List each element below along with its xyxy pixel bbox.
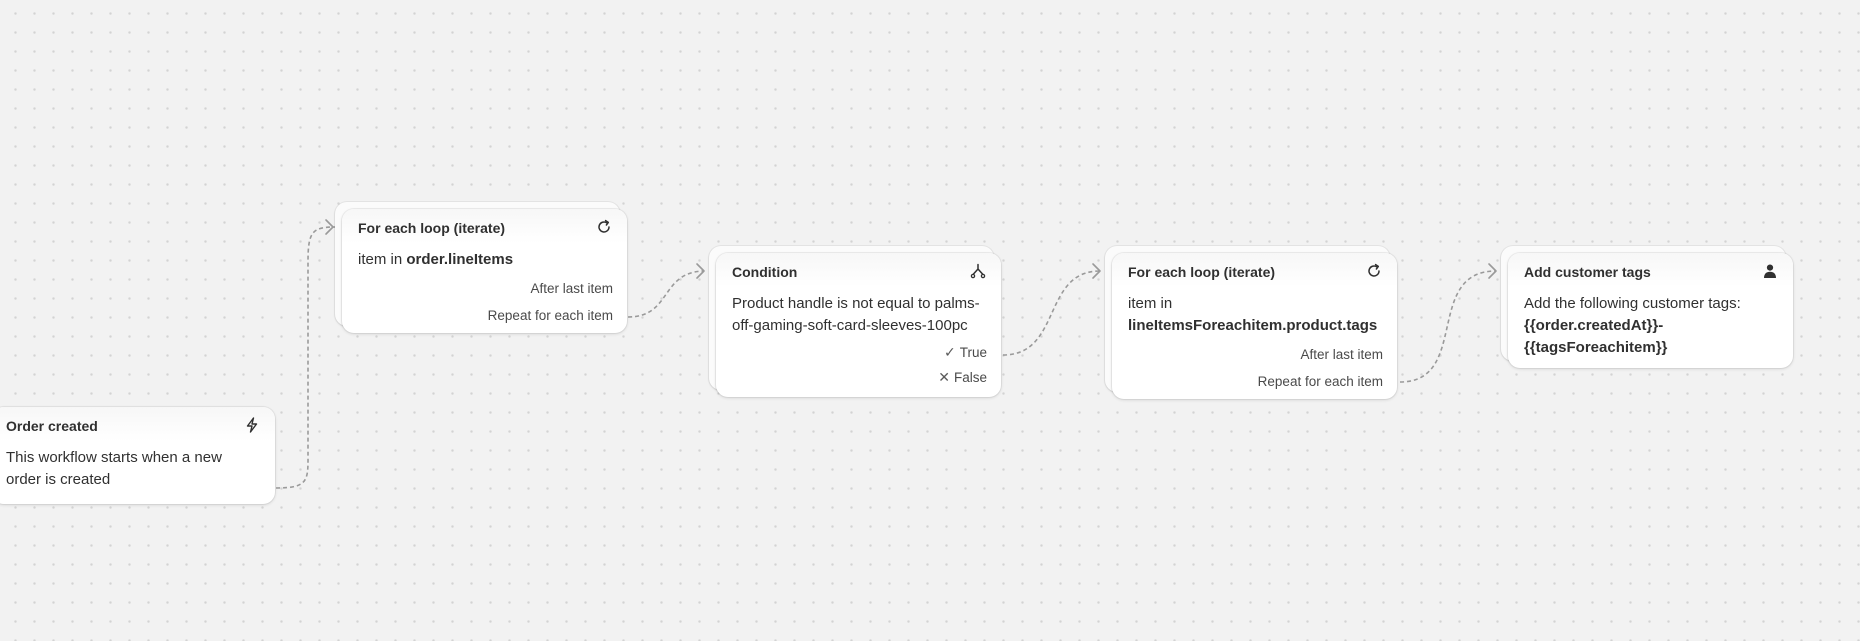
trigger-card[interactable]: Order created This workflow starts when …	[0, 407, 275, 504]
node-header: Add customer tags	[1508, 253, 1793, 287]
arrow-head-condition	[696, 263, 705, 279]
node-body: item in order.lineItems	[342, 243, 627, 271]
action-card[interactable]: Add customer tags Add the following cust…	[1508, 253, 1793, 368]
branch-label: True	[959, 345, 987, 360]
condition-card[interactable]: Condition Product handle is not equal to…	[716, 253, 1001, 397]
branch-after-last-item[interactable]: After last item	[530, 281, 613, 296]
loop-card[interactable]: For each loop (iterate) item in order.li…	[342, 209, 627, 333]
check-icon: ✓	[944, 344, 956, 360]
branch-label: After last item	[530, 281, 613, 296]
loop-prefix: item in	[1128, 295, 1173, 312]
action-node-add-customer-tags[interactable]: Add customer tags Add the following cust…	[1501, 246, 1793, 368]
close-icon: ✕	[938, 369, 950, 385]
loop-card[interactable]: For each loop (iterate) item in lineItem…	[1112, 253, 1397, 399]
node-body: Add the following customer tags: {{order…	[1508, 287, 1793, 359]
connector-loop2-to-tags	[1399, 270, 1497, 383]
branch-icon	[969, 262, 987, 280]
branch-label: After last item	[1300, 347, 1383, 362]
branch-repeat-for-each-item[interactable]: Repeat for each item	[488, 308, 613, 323]
loop-collection: order.lineItems	[406, 251, 514, 268]
arrow-head-loop2	[1092, 263, 1101, 279]
connector-trigger-to-loop1	[275, 226, 336, 489]
branch-after-last-item[interactable]: After last item	[1300, 347, 1383, 362]
node-header: Condition	[716, 253, 1001, 287]
connector-loop1-to-condition	[627, 270, 705, 318]
person-icon	[1761, 262, 1779, 280]
node-header: Order created	[0, 407, 275, 441]
refresh-icon	[1365, 262, 1383, 280]
node-header: For each loop (iterate)	[342, 209, 627, 243]
branch-true[interactable]: ✓ True	[944, 344, 987, 361]
loop-node-product-tags[interactable]: For each loop (iterate) item in lineItem…	[1105, 246, 1397, 399]
node-title: Order created	[6, 418, 98, 434]
node-body: item in lineItemsForeachitem.product.tag…	[1112, 287, 1397, 337]
lightning-icon	[243, 416, 261, 434]
node-title: For each loop (iterate)	[358, 220, 506, 236]
node-description: Product handle is not equal to palms-off…	[732, 295, 980, 334]
refresh-icon	[595, 218, 613, 236]
node-title: For each loop (iterate)	[1128, 264, 1276, 280]
node-title: Add customer tags	[1524, 264, 1651, 280]
node-title: Condition	[732, 264, 798, 280]
loop-collection: lineItemsForeachitem.product.tags	[1128, 317, 1378, 334]
arrow-head-tags	[1488, 263, 1497, 279]
branch-false[interactable]: ✕ False	[938, 369, 987, 386]
node-header: For each loop (iterate)	[1112, 253, 1397, 287]
arrow-head-loop1	[325, 219, 334, 235]
trigger-node-order-created[interactable]: Order created This workflow starts when …	[0, 407, 275, 504]
branch-repeat-for-each-item[interactable]: Repeat for each item	[1258, 374, 1383, 389]
branch-label: Repeat for each item	[1257, 374, 1383, 389]
node-description: This workflow starts when a new order is…	[6, 449, 222, 488]
action-prefix: Add the following customer tags:	[1524, 295, 1741, 312]
tag-expression: {{order.createdAt}}-{{tagsForeachitem}}	[1524, 317, 1668, 356]
condition-node[interactable]: Condition Product handle is not equal to…	[709, 246, 1001, 397]
loop-node-line-items[interactable]: For each loop (iterate) item in order.li…	[335, 202, 627, 333]
connector-true-to-loop2	[1002, 270, 1101, 356]
branch-label: Repeat for each item	[487, 308, 613, 323]
branch-label: False	[953, 370, 987, 385]
loop-prefix: item in	[358, 251, 407, 268]
